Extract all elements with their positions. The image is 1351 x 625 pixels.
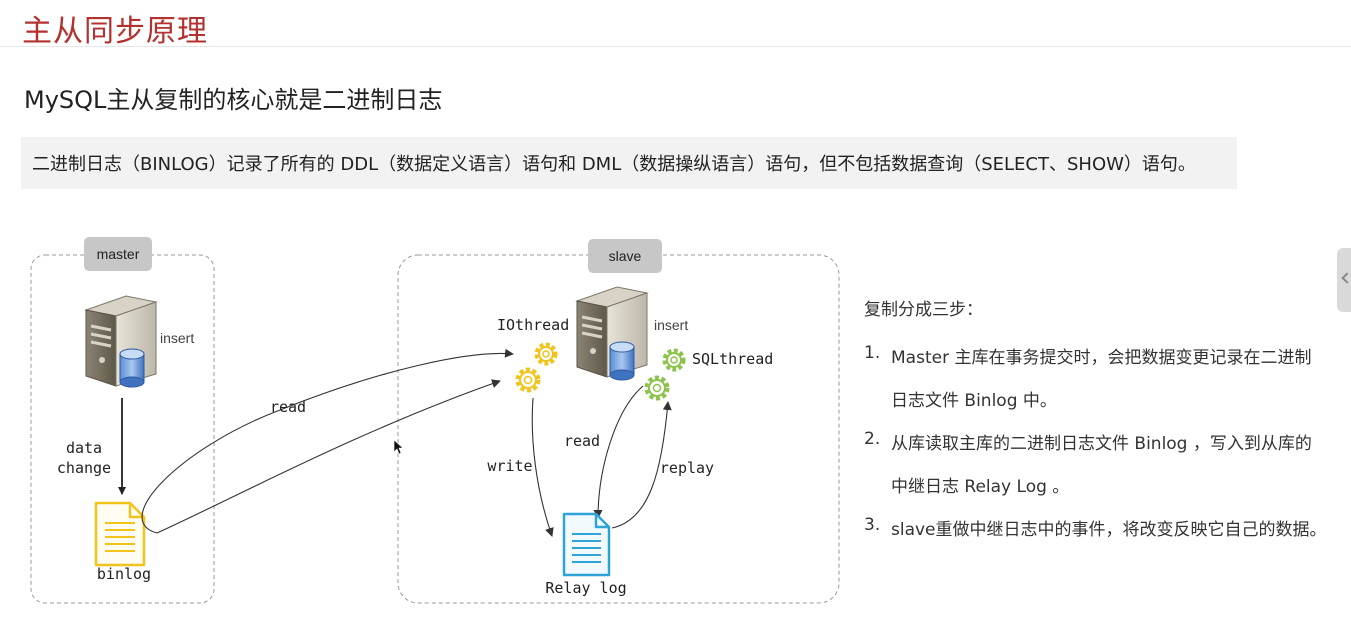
step-1-line-2: 日志文件 Binlog 中。: [891, 391, 1057, 411]
data-change-label-1: data: [66, 439, 102, 457]
read-loop-return: [156, 379, 501, 534]
read-right-label: read: [564, 432, 600, 450]
binlog-note-text: 二进制日志（BINLOG）记录了所有的 DDL（数据定义语言）语句和 DML（数…: [32, 154, 1196, 175]
binlog-label: binlog: [97, 565, 151, 583]
step-3-line-1: slave重做中继日志中的事件，将改变反映它自己的数据。: [891, 520, 1327, 540]
write-label: write: [487, 457, 532, 475]
read-left-label: read: [270, 398, 306, 416]
read-right-arrow: [593, 385, 644, 519]
step-1-line-1: Master 主库在事务提交时，会把数据变更记录在二进制: [891, 348, 1312, 368]
data-change-label-2: change: [57, 459, 111, 477]
write-arrow: [531, 397, 554, 537]
mouse-cursor-icon: [393, 439, 404, 455]
slave-database-icon: [609, 341, 635, 381]
master-server-icon: [84, 295, 158, 388]
page-title: 主从同步原理: [22, 14, 208, 49]
slave-tag-label: slave: [609, 248, 642, 264]
slave-insert-label: insert: [654, 317, 688, 333]
binlog-note: 二进制日志（BINLOG）记录了所有的 DDL（数据定义语言）语句和 DML（数…: [21, 137, 1237, 189]
steps-heading: 复制分成三步：: [864, 300, 983, 320]
read-loop-arrow: [141, 348, 514, 534]
title-divider: [0, 46, 1351, 47]
replay-arrow: [611, 401, 672, 529]
side-panel-toggle[interactable]: [1337, 248, 1351, 312]
master-insert-label: insert: [160, 330, 194, 346]
slave-tag: [588, 239, 662, 273]
master-tag: [84, 237, 152, 271]
relay-log-label: Relay log: [545, 579, 626, 597]
step-2-line-1: 从库读取主库的二进制日志文件 Binlog ，写入到从库的: [891, 434, 1312, 454]
replay-label: replay: [660, 459, 714, 477]
sqlthread-label: SQLthread: [692, 350, 773, 368]
master-tag-label: master: [97, 246, 140, 262]
master-database-icon: [119, 348, 145, 388]
iothread-gear-icon: [515, 342, 558, 393]
step-2-number: 2.: [864, 429, 881, 449]
binlog-file-icon: [94, 501, 146, 567]
iothread-label: IOthread: [497, 316, 569, 334]
relay-log-file-icon: [562, 512, 611, 577]
slave-server-icon: [575, 286, 649, 381]
step-3-number: 3.: [864, 515, 881, 535]
step-1-number: 1.: [864, 343, 881, 363]
subtitle: MySQL主从复制的核心就是二进制日志: [24, 86, 443, 114]
sqlthread-gear-icon: [644, 348, 686, 401]
step-2-line-2: 中继日志 Relay Log 。: [891, 477, 1070, 497]
